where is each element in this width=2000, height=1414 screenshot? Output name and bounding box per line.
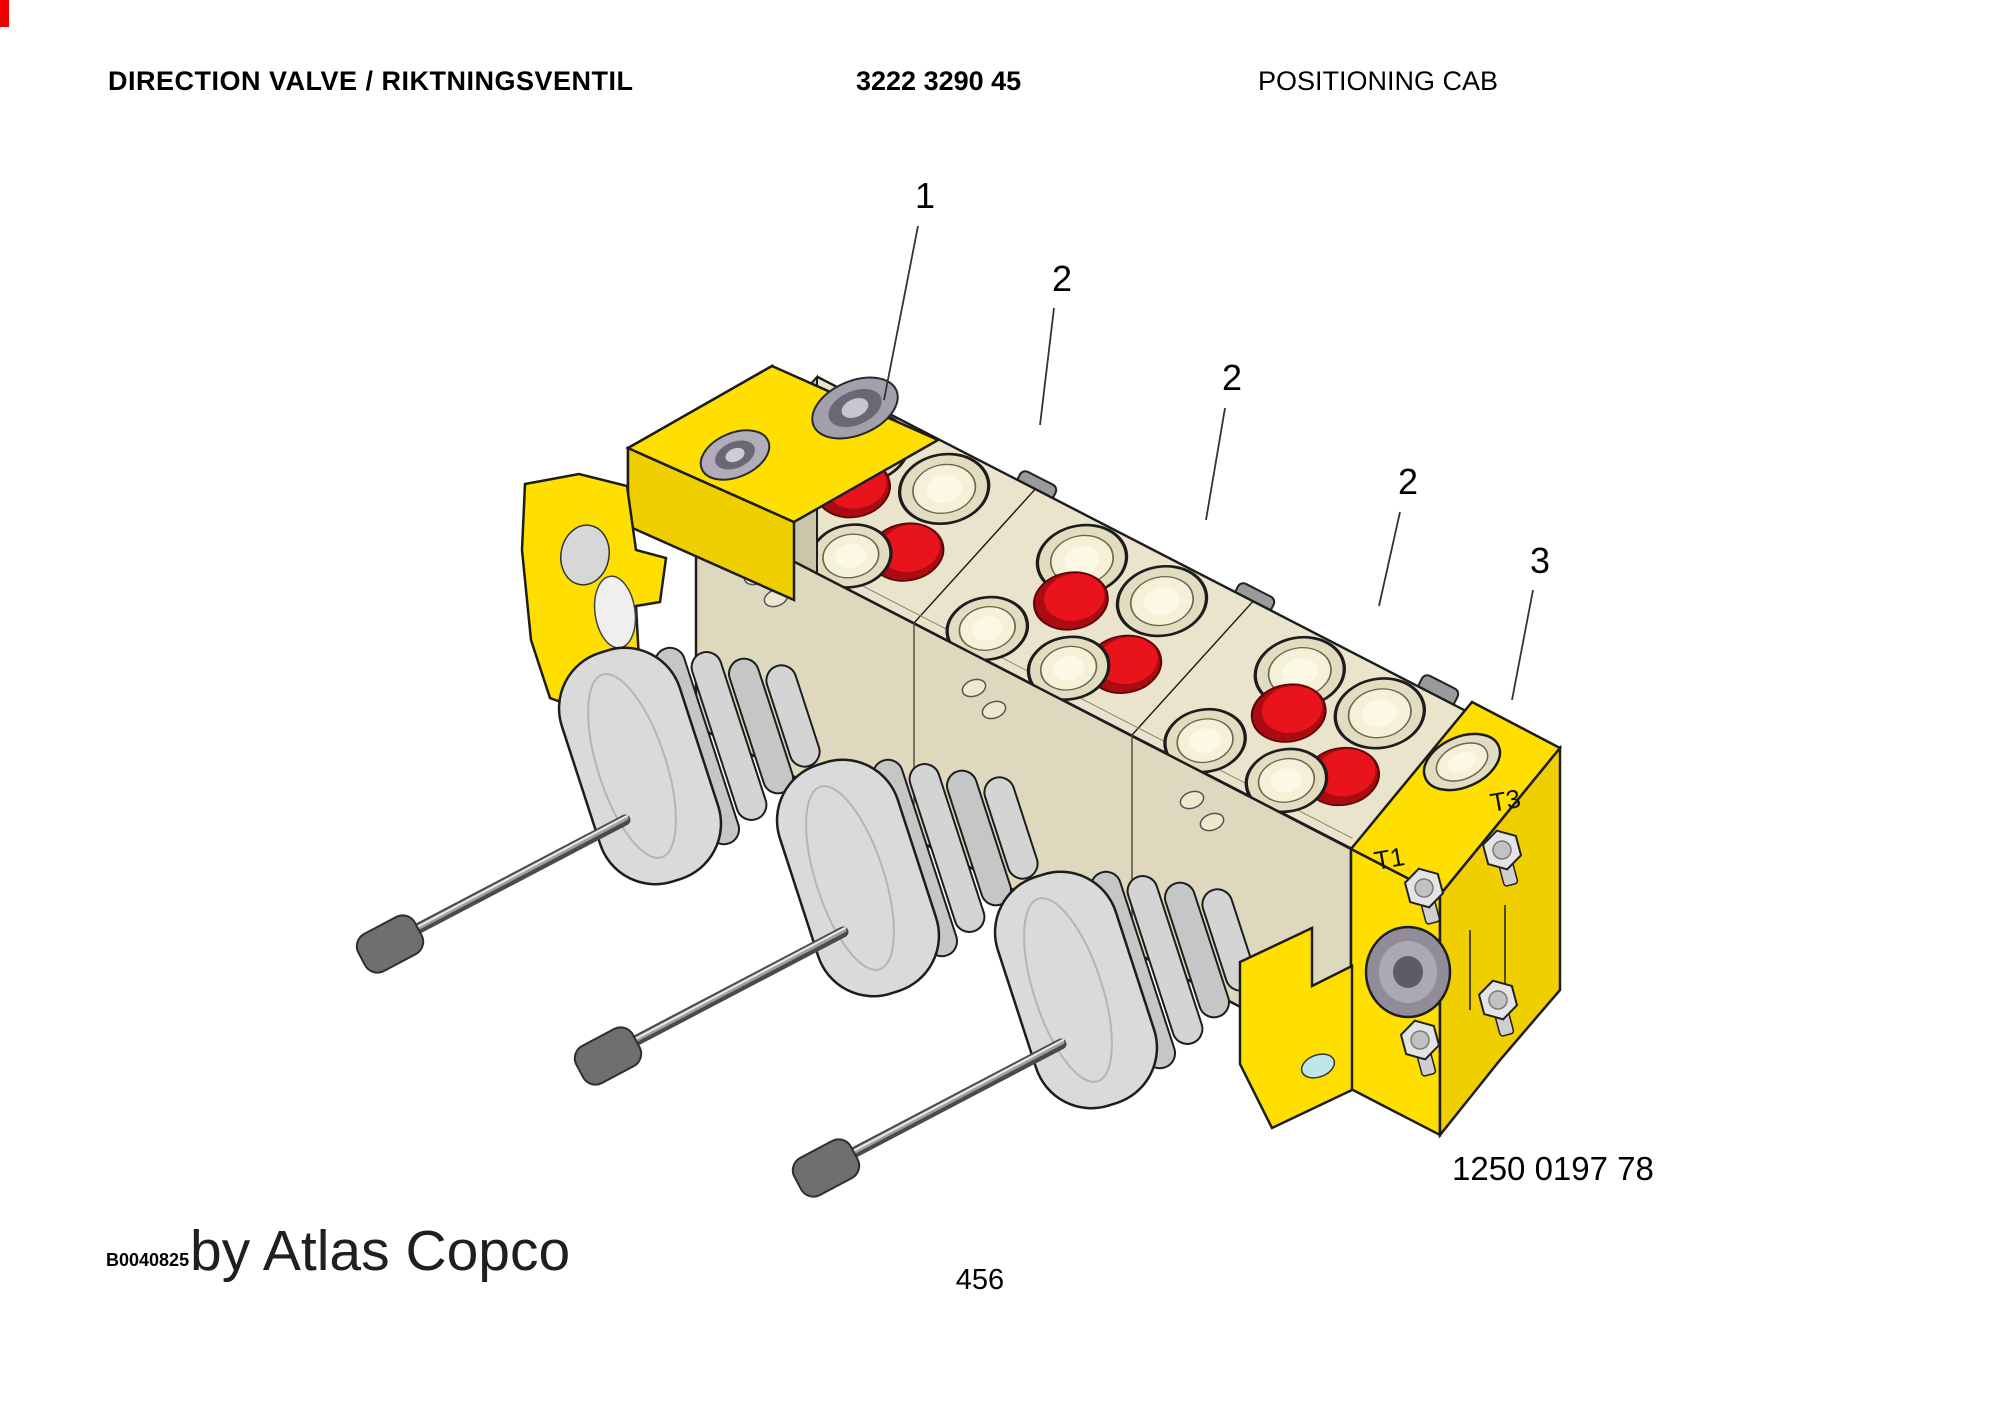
control-lever-2 [573,926,849,1086]
page-title: DIRECTION VALVE / RIKTNINGSVENTIL [108,66,634,96]
lever-knob [355,914,425,974]
inlet-boss-large [811,376,899,440]
page-number: 456 [955,1264,1005,1296]
lever-boot-3 [791,870,1257,1198]
scan-edge-artifact [0,0,9,27]
control-lever-3 [791,1038,1067,1198]
callout-label-1: 1 [915,175,935,216]
boot-dome [775,758,941,998]
figure-part-number: 1250 0197 78 [1452,1150,1654,1187]
document-code: B0040825 [106,1250,190,1270]
callouts: 1 2 2 2 3 [883,175,1550,701]
callout-label-2b: 2 [1222,357,1242,398]
boot-dome [993,870,1159,1110]
callout-leader-2c [1378,511,1401,607]
lever-boot-1 [355,646,821,974]
boot-dome [557,646,723,886]
callout-label-3: 3 [1530,540,1550,581]
callout-leader-1 [883,225,919,401]
control-lever-1 [355,814,631,974]
callout-label-2c: 2 [1398,461,1418,502]
lever-knob [791,1138,861,1198]
callout-label-2a: 2 [1052,258,1072,299]
port-label-t3: T3 [1488,783,1523,818]
seal-washer [1300,1053,1336,1079]
inlet-housing [625,363,941,602]
outlet-lower-bracket [1238,926,1354,1130]
bushing [1364,925,1452,1019]
callout-leader-2b [1205,407,1226,521]
section-label: POSITIONING CAB [1258,66,1499,96]
callout-leader-3 [1511,589,1534,701]
port-label-t1: T1 [1372,841,1407,876]
brand-text: by Atlas Copco [190,1219,571,1283]
outlet-housing: T3 T1 [1238,700,1562,1139]
callout-leader-2a [1039,307,1055,426]
port-t3 [1422,732,1502,792]
inlet-boss-small [699,429,771,481]
lever-boot-2 [573,758,1039,1086]
lever-knob [573,1026,643,1086]
outlet-side-bracket [1438,744,1562,1139]
document-number: 3222 3290 45 [856,66,1022,96]
